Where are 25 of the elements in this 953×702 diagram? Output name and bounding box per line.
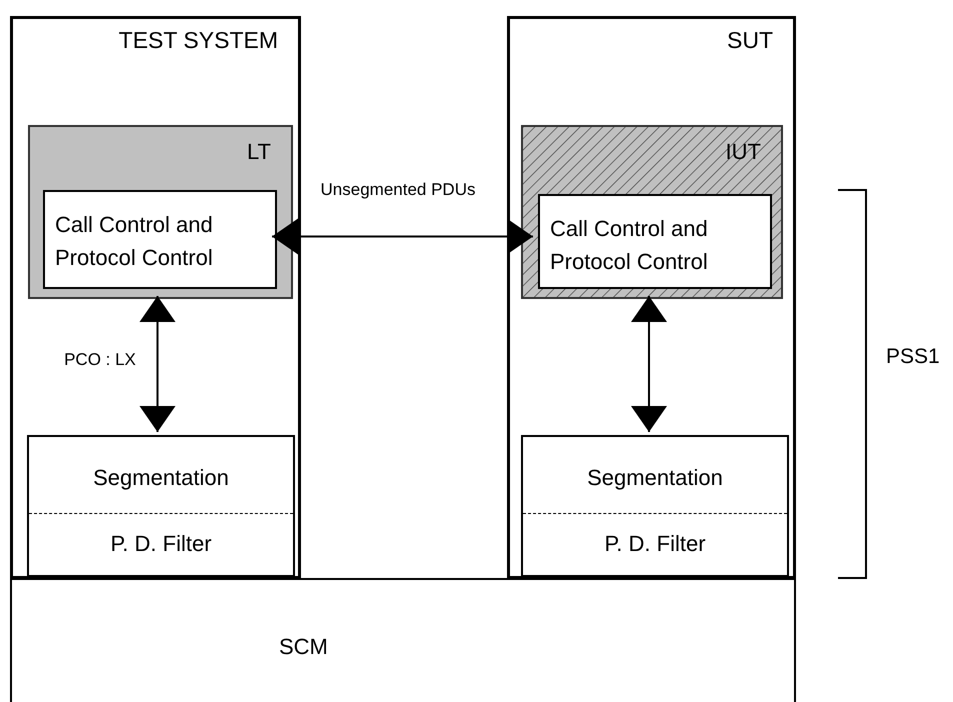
double-arrow: [140, 296, 176, 432]
double-arrow: [272, 218, 533, 254]
system-box: [10, 16, 301, 579]
process-box: [43, 190, 277, 289]
split-box: [27, 435, 295, 577]
hatched-box: [521, 125, 783, 299]
block-title: SCM: [279, 636, 328, 658]
block-text: Call Control and Protocol Control: [550, 215, 709, 276]
system-box: [507, 16, 796, 579]
bracket-label: PSS1: [886, 346, 940, 367]
system-title: SUT: [727, 29, 773, 52]
edge-label: PCO : LX: [63, 349, 137, 371]
block-title: LT: [246, 141, 271, 163]
edge-label: Unsegmented PDUs: [320, 179, 476, 201]
system-title: TEST SYSTEM: [118, 29, 278, 52]
double-arrow: [631, 296, 667, 432]
layer-text: P. D. Filter: [603, 533, 707, 555]
tester-box: [28, 125, 293, 299]
layer-text: Segmentation: [92, 467, 230, 489]
layer-text: P. D. Filter: [109, 533, 213, 555]
base-box: [10, 578, 796, 702]
block-text: Call Control and Protocol Control: [55, 211, 214, 272]
split-box: [521, 435, 789, 577]
process-box: [538, 194, 772, 289]
layer-text: Segmentation: [586, 467, 724, 489]
